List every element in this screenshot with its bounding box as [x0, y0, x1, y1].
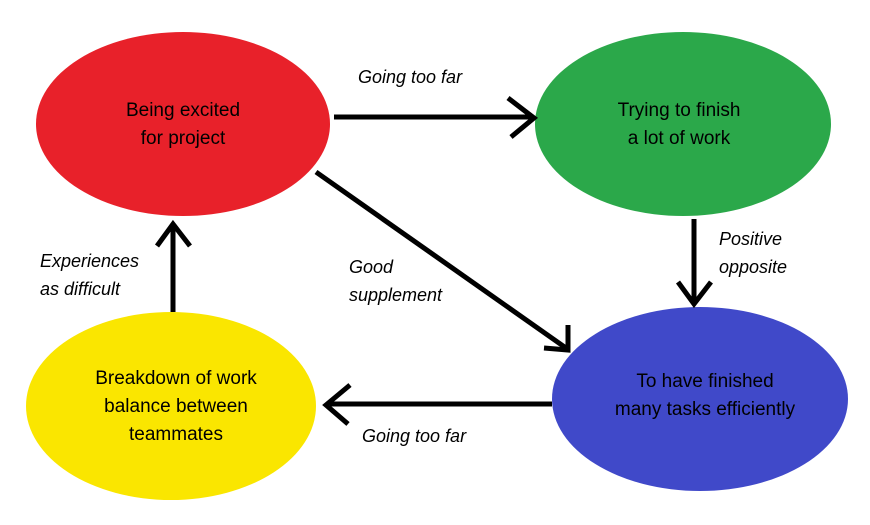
- edge-finish-work-to-finished-tasks[interactable]: Positive opposite: [675, 219, 787, 309]
- node-breakdown-label-line-1: Breakdown of work: [95, 368, 257, 389]
- node-breakdown-label-line-3: teammates: [129, 424, 223, 445]
- node-breakdown[interactable]: Breakdown of work balance between teamma…: [26, 312, 316, 500]
- node-breakdown-label-line-2: balance between: [104, 396, 248, 417]
- edge-excited-to-finished-tasks-label-line-1: Good: [349, 257, 394, 277]
- node-finish-work[interactable]: Trying to finish a lot of work: [535, 32, 831, 216]
- node-finish-work-label-line-1: Trying to finish: [618, 100, 741, 121]
- edge-breakdown-to-excited-arrowhead: [154, 219, 192, 248]
- edge-excited-to-finish-work-arrowhead: [506, 96, 539, 139]
- edge-finish-work-to-finished-tasks-label-line-2: opposite: [719, 257, 787, 277]
- edge-breakdown-to-excited-label-line-2: as difficult: [40, 279, 121, 299]
- edge-excited-to-finish-work[interactable]: Going too far: [334, 67, 539, 139]
- node-finished-tasks-label-line-2: many tasks efficiently: [615, 399, 796, 420]
- node-excited-shape[interactable]: [36, 32, 330, 216]
- node-finished-tasks-shape[interactable]: [552, 307, 848, 491]
- edge-excited-to-finished-tasks-arrowhead: [543, 325, 571, 353]
- node-finish-work-label-line-2: a lot of work: [628, 128, 731, 149]
- edge-finished-tasks-to-breakdown-arrowhead: [322, 383, 352, 426]
- edge-excited-to-finished-tasks[interactable]: Good supplement: [314, 169, 571, 353]
- node-breakdown-shape[interactable]: [26, 312, 316, 500]
- node-finish-work-shape[interactable]: [535, 32, 831, 216]
- edge-finish-work-to-finished-tasks-arrowhead: [675, 280, 713, 309]
- edge-excited-to-finish-work-label: Going too far: [358, 67, 463, 87]
- node-finished-tasks[interactable]: To have finished many tasks efficiently: [552, 307, 848, 491]
- node-excited[interactable]: Being excited for project: [36, 32, 330, 216]
- edge-finish-work-to-finished-tasks-label-line-1: Positive: [719, 229, 782, 249]
- node-excited-label-line-2: for project: [141, 128, 226, 149]
- node-excited-label-line-1: Being excited: [126, 100, 240, 121]
- edge-breakdown-to-excited[interactable]: Experiences as difficult: [40, 219, 192, 312]
- edge-breakdown-to-excited-label-line-1: Experiences: [40, 251, 139, 271]
- edge-excited-to-finished-tasks-line: [314, 169, 568, 351]
- edge-finished-tasks-to-breakdown[interactable]: Going too far: [322, 383, 552, 446]
- node-finished-tasks-label-line-1: To have finished: [636, 371, 773, 392]
- edge-excited-to-finished-tasks-label-line-2: supplement: [349, 285, 443, 305]
- edge-finished-tasks-to-breakdown-label: Going too far: [362, 426, 467, 446]
